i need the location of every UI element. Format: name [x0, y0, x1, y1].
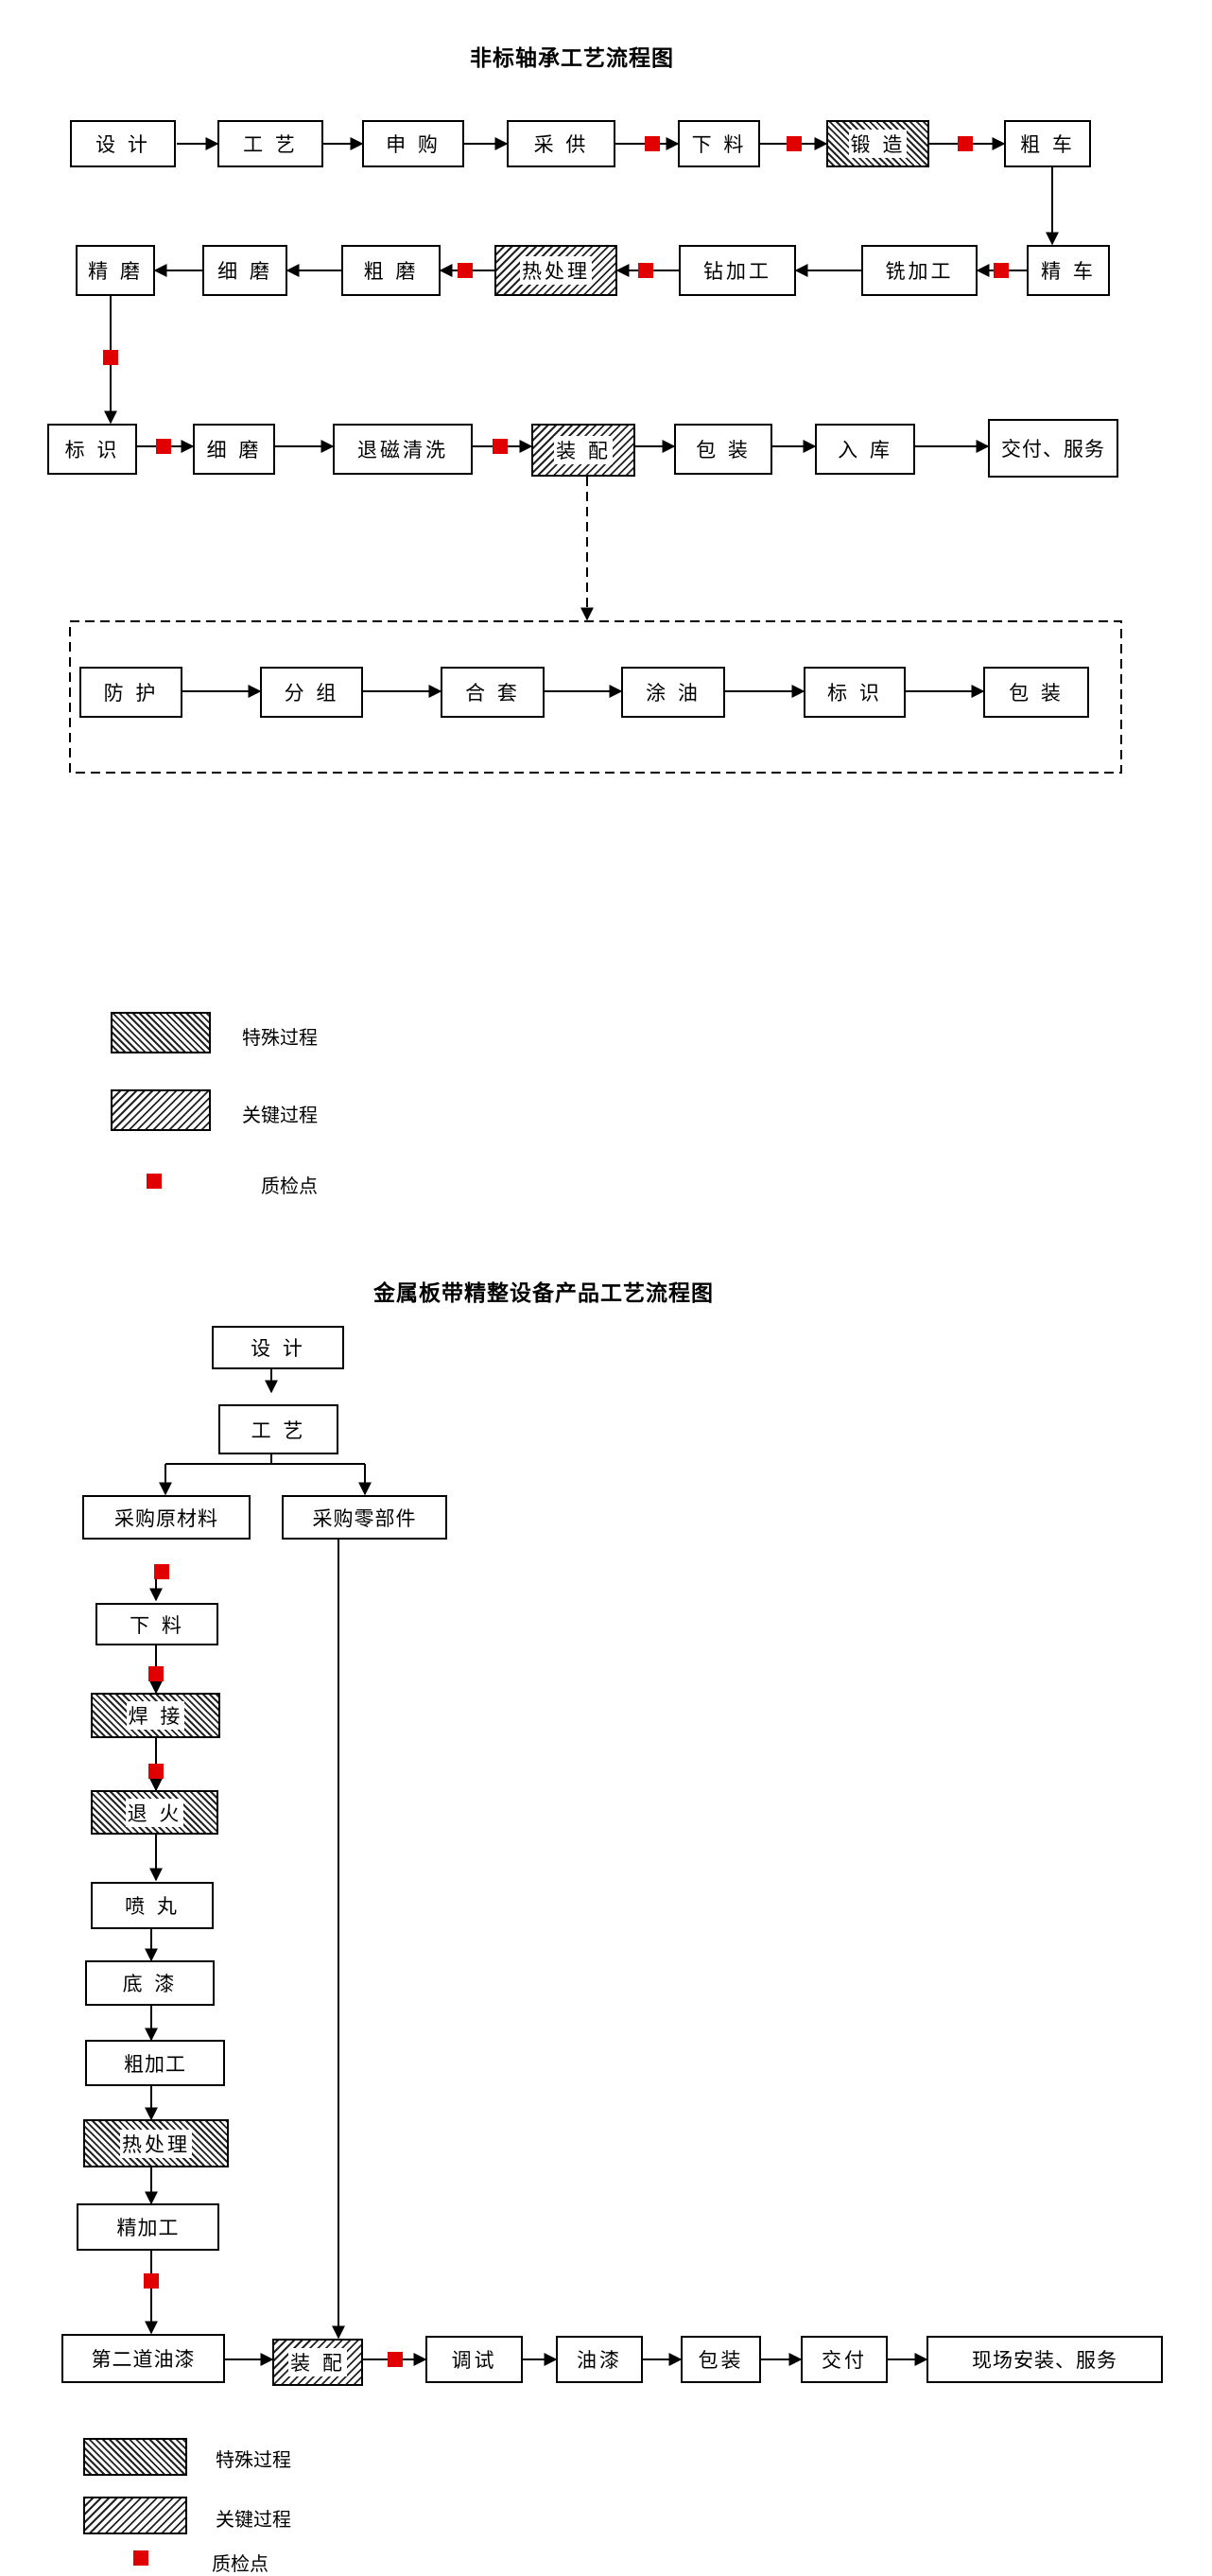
legend-qc-swatch	[147, 1174, 162, 1189]
step-heat-treatment: 热处理	[494, 245, 617, 296]
d2-welding: 焊 接	[91, 1693, 220, 1738]
d2-welding-label: 焊 接	[126, 1701, 185, 1730]
d2-design: 设 计	[212, 1326, 344, 1369]
step-drilling: 钻加工	[679, 245, 796, 296]
d2-finish-machining: 精加工	[77, 2203, 219, 2251]
step-forging: 锻 造	[826, 120, 929, 167]
step-fine-grinding: 细 磨	[202, 245, 287, 296]
d2-annealing-label: 退 火	[125, 1798, 184, 1827]
qc-point	[148, 1764, 164, 1779]
qc-point	[994, 263, 1009, 278]
qc-point	[638, 263, 653, 278]
legend-special-label: 特殊过程	[242, 1026, 318, 1049]
step-cutting: 下 料	[678, 120, 760, 167]
step-delivery-service: 交付、服务	[988, 419, 1118, 478]
d2-second-paint: 第二道油漆	[61, 2334, 225, 2383]
step-milling: 铣加工	[861, 245, 978, 296]
legend-qc-label: 质检点	[261, 1175, 318, 1197]
qc-point	[103, 350, 118, 365]
qc-point	[154, 1564, 169, 1579]
step-process: 工 艺	[217, 120, 323, 167]
legend2-special-swatch	[83, 2438, 187, 2476]
legend2-qc-label: 质检点	[212, 2552, 268, 2575]
d2-primer: 底 漆	[85, 1960, 215, 2006]
d2-commissioning: 调试	[425, 2336, 523, 2383]
d2-delivery: 交付	[801, 2336, 888, 2383]
asm-marking: 标 识	[804, 667, 906, 718]
qc-point	[144, 2273, 159, 2289]
legend-key-label: 关键过程	[242, 1104, 318, 1126]
d2-annealing: 退 火	[91, 1790, 218, 1835]
step-warehousing: 入 库	[815, 424, 915, 475]
step-rough-grinding: 粗 磨	[341, 245, 441, 296]
d2-shot-peening: 喷 丸	[91, 1882, 214, 1929]
step-procurement: 采 供	[507, 120, 615, 167]
qc-point	[388, 2352, 403, 2367]
qc-point	[458, 263, 473, 278]
step-demagnetize-clean: 退磁清洗	[333, 424, 473, 475]
legend-key-swatch	[111, 1089, 211, 1131]
qc-point	[787, 136, 802, 151]
d2-cutting: 下 料	[95, 1603, 218, 1645]
diagram2-title: 金属板带精整设备产品工艺流程图	[373, 1281, 714, 1306]
d2-heat-treatment-label: 热处理	[120, 2129, 192, 2158]
legend2-special-label: 特殊过程	[216, 2448, 291, 2471]
asm-grouping: 分 组	[260, 667, 363, 718]
asm-protection: 防 护	[79, 667, 182, 718]
step-marking: 标 识	[47, 424, 137, 475]
d2-assembly-label: 装 配	[288, 2348, 347, 2376]
d2-rough-machining: 粗加工	[85, 2040, 225, 2086]
d2-raw-materials: 采购原材料	[82, 1495, 251, 1540]
step-rough-turning: 粗 车	[1004, 120, 1091, 167]
legend-special-swatch	[111, 1012, 211, 1053]
qc-point	[148, 1666, 164, 1681]
step-packaging: 包 装	[674, 424, 772, 475]
d2-process: 工 艺	[218, 1404, 338, 1454]
d2-assembly: 装 配	[272, 2339, 363, 2386]
qc-point	[958, 136, 973, 151]
qc-point	[493, 439, 508, 454]
step-assembly: 装 配	[531, 424, 635, 477]
step-fine-grinding-2: 细 磨	[193, 424, 275, 475]
d2-packaging: 包装	[681, 2336, 761, 2383]
step-heat-treatment-label: 热处理	[520, 256, 592, 285]
d2-heat-treatment: 热处理	[83, 2119, 229, 2167]
legend2-key-swatch	[83, 2497, 187, 2534]
step-finish-turning: 精 车	[1027, 245, 1110, 296]
step-precision-grinding: 精 磨	[76, 245, 155, 296]
qc-point	[645, 136, 660, 151]
step-design: 设 计	[70, 120, 176, 167]
diagram1-title: 非标轴承工艺流程图	[470, 46, 674, 71]
legend2-key-label: 关键过程	[216, 2508, 291, 2531]
d2-components: 采购零部件	[282, 1495, 447, 1540]
step-assembly-label: 装 配	[554, 436, 613, 464]
asm-mating: 合 套	[441, 667, 545, 718]
asm-packaging: 包 装	[983, 667, 1089, 718]
step-forging-label: 锻 造	[848, 130, 908, 158]
asm-oiling: 涂 油	[621, 667, 725, 718]
qc-point	[156, 439, 171, 454]
d2-painting: 油漆	[556, 2336, 643, 2383]
d2-onsite-install-service: 现场安装、服务	[926, 2336, 1163, 2383]
step-request-purchase: 申 购	[362, 120, 464, 167]
legend2-qc-swatch	[133, 2550, 148, 2566]
